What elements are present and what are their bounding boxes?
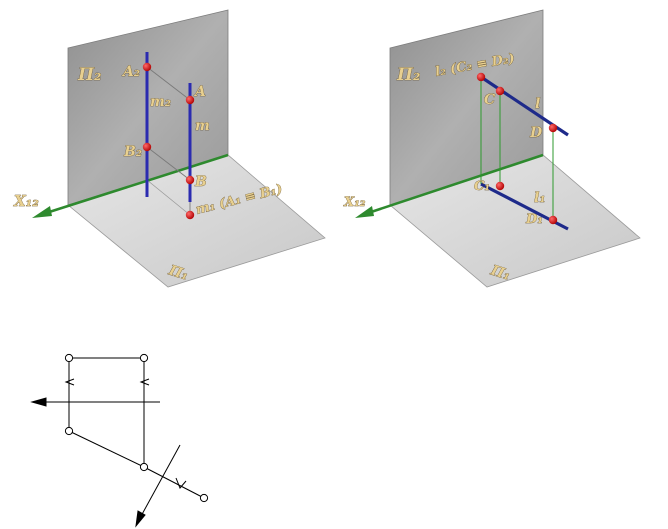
left-label-b2: B₂ xyxy=(123,144,142,160)
left-projector-mid xyxy=(146,146,191,181)
right-axis-arrow xyxy=(355,206,374,218)
left-point-b2 xyxy=(142,142,152,152)
right-point-d1 xyxy=(548,215,558,225)
epure-point-4 xyxy=(139,462,149,472)
epure-axis-arrow xyxy=(30,397,47,407)
left-figure: Π₂ Π₁ X₁₂ A₂ A m₂ m B₂ B m₁ (A₁ ≡ B₁) xyxy=(13,9,326,288)
epure-point-2 xyxy=(139,353,149,363)
left-label-a2: A₂ xyxy=(121,64,140,80)
left-label-plane-v: Π₂ xyxy=(77,65,102,85)
epure-tick-right xyxy=(139,378,150,386)
right-label-c: C xyxy=(484,92,495,108)
right-point-c1 xyxy=(495,181,505,191)
left-point-m1 xyxy=(185,210,195,220)
left-axis-arrow xyxy=(32,206,52,218)
left-point-b xyxy=(185,175,195,185)
epure-point-3 xyxy=(64,426,74,436)
right-label-axis: X₁₂ xyxy=(343,195,366,210)
left-label-axis: X₁₂ xyxy=(13,192,39,210)
epure-tick-diagonal xyxy=(175,477,187,489)
left-axis-line xyxy=(45,153,229,215)
left-label-m2: m₂ xyxy=(150,94,171,110)
epure-diagonal-line xyxy=(139,444,181,519)
right-axis-line xyxy=(367,153,544,215)
left-projector-top xyxy=(146,66,191,101)
left-label-a: A xyxy=(193,84,206,100)
epure-sketch xyxy=(30,353,209,528)
right-label-l: l xyxy=(535,96,540,112)
left-point-a2 xyxy=(142,62,152,72)
epure-tick-left xyxy=(64,378,75,386)
left-projector-low xyxy=(146,179,191,216)
epure-right-line xyxy=(143,466,205,499)
right-label-d: D xyxy=(529,125,543,141)
right-figure: Π₂ Π₁ X₁₂ l₂ (C₂ ≡ D₂) C l D C₁ l₁ D₁ xyxy=(343,9,641,288)
right-label-l1: l₁ xyxy=(534,190,545,206)
epure-point-5 xyxy=(199,493,209,503)
left-point-a xyxy=(185,95,195,105)
right-label-c1: C₁ xyxy=(474,179,490,194)
right-point-c xyxy=(495,86,505,96)
left-label-m: m xyxy=(195,118,210,134)
right-label-plane-h: Π₁ xyxy=(488,262,512,284)
right-label-d1: D₁ xyxy=(525,212,543,227)
right-point-c2 xyxy=(476,72,486,82)
right-point-d xyxy=(548,123,558,133)
right-label-plane-v: Π₂ xyxy=(396,65,421,85)
left-label-plane-h: Π₁ xyxy=(166,262,190,284)
epure-point-1 xyxy=(64,353,74,363)
epure-diagonal-arrow xyxy=(135,510,146,528)
left-label-b: B xyxy=(194,174,207,190)
epure-slant-edge xyxy=(68,430,145,468)
